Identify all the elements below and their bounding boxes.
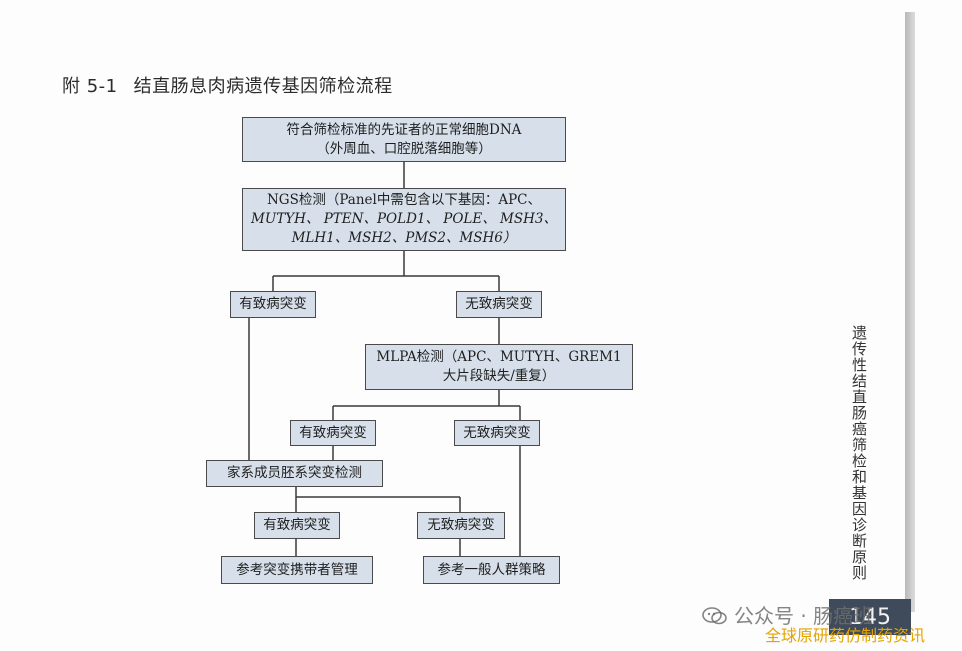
node-ngs-test: NGS检测（Panel中需包含以下基因：APC、 MUTYH、 PTEN、POL…: [242, 188, 566, 251]
node-general-population-strategy-label: 参考一般人群策略: [437, 561, 546, 578]
wechat-icon: [702, 607, 727, 625]
node-ngs-test-line1: NGS检测（Panel中需包含以下基因：APC、: [266, 192, 542, 208]
watermark-account-text: 公众号 · 肠癌班: [734, 604, 874, 628]
node-pathogenic-2-label: 有致病突变: [299, 424, 367, 441]
node-ngs-test-line3: MLH1、MSH2、PMS2、MSH6）: [291, 230, 517, 246]
figure-number: 附 5-1: [62, 76, 118, 97]
node-general-population-strategy: 参考一般人群策略: [423, 556, 560, 584]
node-non-pathogenic-2: 无致病突变: [454, 420, 540, 446]
node-non-pathogenic-3: 无致病突变: [417, 512, 505, 539]
node-mlpa-test: MLPA检测（APC、MUTYH、GREM1 大片段缺失/重复）: [365, 344, 633, 390]
node-pathogenic-2: 有致病突变: [290, 420, 376, 446]
watermark-source: 全球原研药仿制药资讯: [765, 626, 926, 645]
node-family-germline-test-label: 家系成员胚系突变检测: [227, 465, 362, 481]
node-pathogenic-3: 有致病突变: [254, 512, 340, 539]
page-number: 145: [829, 599, 911, 635]
node-ngs-test-line2: MUTYH、 PTEN、POLD1、 POLE、 MSH3、: [251, 211, 557, 227]
node-proband-dna-line1: 符合筛检标准的先证者的正常细胞DNA: [286, 121, 522, 138]
node-non-pathogenic-1-label: 无致病突变: [465, 296, 533, 312]
node-proband-dna: 符合筛检标准的先证者的正常细胞DNA （外周血、口腔脱落细胞等）: [242, 117, 566, 162]
page-edge-bar: [905, 12, 915, 612]
node-family-germline-test: 家系成员胚系突变检测: [206, 460, 383, 487]
node-carrier-management: 参考突变携带者管理: [221, 556, 373, 584]
node-pathogenic-1-label: 有致病突变: [239, 296, 307, 312]
node-non-pathogenic-3-label: 无致病突变: [427, 517, 495, 533]
node-pathogenic-1: 有致病突变: [230, 291, 316, 318]
figure-title: 附 5-1 结直肠息肉病遗传基因筛检流程: [62, 72, 393, 98]
node-non-pathogenic-1: 无致病突变: [456, 291, 542, 318]
node-mlpa-test-line1: MLPA检测（APC、MUTYH、GREM1: [376, 349, 622, 365]
node-pathogenic-3-label: 有致病突变: [263, 517, 331, 533]
chapter-running-title: 遗传性结直肠癌筛检和基因诊断原则: [850, 325, 868, 581]
node-non-pathogenic-2-label: 无致病突变: [463, 424, 531, 441]
node-proband-dna-line2: （外周血、口腔脱落细胞等）: [316, 140, 492, 157]
node-mlpa-test-line2: 大片段缺失/重复）: [442, 368, 556, 384]
node-carrier-management-label: 参考突变携带者管理: [236, 561, 358, 578]
figure-title-text: 结直肠息肉病遗传基因筛检流程: [133, 76, 393, 97]
watermark-account: 公众号 · 肠癌班: [702, 600, 873, 629]
